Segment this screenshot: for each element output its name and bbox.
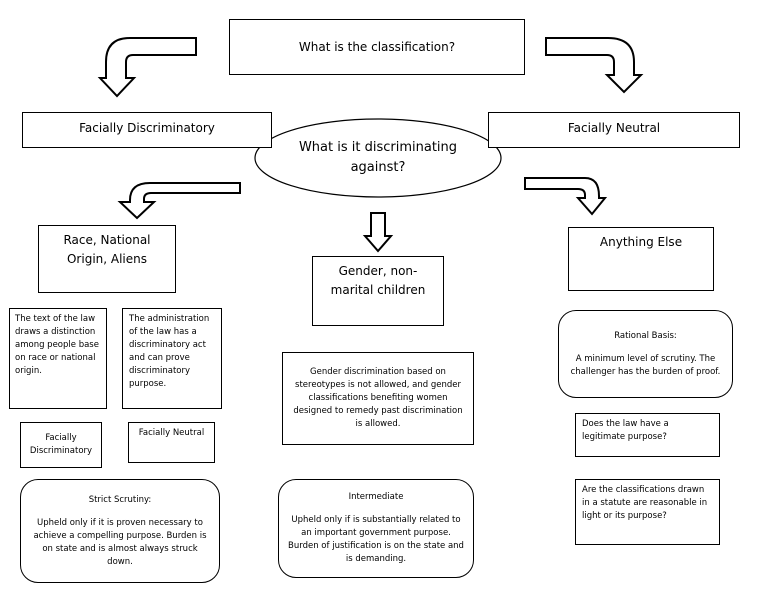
arrow-center-down bbox=[362, 212, 394, 253]
facially-neutral-box: Facially Neutral bbox=[488, 112, 740, 148]
arrow-top-right bbox=[545, 37, 644, 94]
gender-description-text: Gender discrimination based on stereotyp… bbox=[293, 367, 463, 429]
question-ellipse bbox=[254, 118, 502, 198]
sub-facially-neutral-text: Facially Neutral bbox=[138, 428, 205, 438]
text-of-law-text: The text of the law draws a distinction … bbox=[15, 314, 99, 376]
gender-text: Gender, non-marital children bbox=[330, 264, 426, 297]
rational-basis-box: Rational Basis: A minimum level of scrut… bbox=[558, 310, 733, 398]
discriminating-question-text: What is it discriminating against? bbox=[298, 140, 458, 175]
intermediate-body: Upheld only if is substantially related … bbox=[288, 515, 464, 564]
strict-scrutiny-box: Strict Scrutiny: Upheld only if it is pr… bbox=[20, 479, 220, 583]
anything-else-box: Anything Else bbox=[568, 227, 714, 291]
legitimate-purpose-box: Does the law have a legitimate purpose? bbox=[575, 413, 720, 457]
legitimate-purpose-text: Does the law have a legitimate purpose? bbox=[582, 419, 669, 442]
arrow-mid-right bbox=[524, 177, 608, 216]
classifications-reasonable-box: Are the classifications drawn in a statu… bbox=[575, 479, 720, 545]
facially-neutral-text: Facially Neutral bbox=[567, 121, 661, 135]
text-of-law-box: The text of the law draws a distinction … bbox=[9, 308, 107, 409]
arrow-top-left bbox=[97, 37, 197, 98]
strict-body: Upheld only if it is proven necessary to… bbox=[33, 517, 207, 567]
sub-facially-discriminatory-text: Facially Discriminatory bbox=[29, 433, 93, 456]
race-text: Race, National Origin, Aliens bbox=[63, 233, 151, 266]
facially-discriminatory-box: Facially Discriminatory bbox=[22, 112, 272, 148]
anything-else-text: Anything Else bbox=[599, 235, 683, 249]
administration-text: The administration of the law has a disc… bbox=[129, 314, 210, 389]
sub-facially-discriminatory-box: Facially Discriminatory bbox=[20, 422, 102, 468]
facially-discriminatory-text: Facially Discriminatory bbox=[79, 121, 215, 135]
classification-question-box: What is the classification? bbox=[229, 19, 525, 75]
gender-description-box: Gender discrimination based on stereotyp… bbox=[282, 352, 474, 445]
gender-box: Gender, non-marital children bbox=[312, 256, 444, 326]
race-box: Race, National Origin, Aliens bbox=[38, 225, 176, 293]
rational-body: A minimum level of scrutiny. The challen… bbox=[570, 353, 721, 377]
intermediate-title: Intermediate bbox=[348, 492, 404, 502]
strict-title: Strict Scrutiny: bbox=[88, 494, 152, 505]
arrow-mid-left bbox=[117, 182, 241, 220]
intermediate-box: Intermediate Upheld only if is substanti… bbox=[278, 479, 474, 578]
administration-box: The administration of the law has a disc… bbox=[122, 308, 222, 409]
sub-facially-neutral-box: Facially Neutral bbox=[128, 422, 215, 463]
classification-question-text: What is the classification? bbox=[298, 40, 456, 54]
rational-title: Rational Basis: bbox=[614, 330, 677, 341]
classifications-reasonable-text: Are the classifications drawn in a statu… bbox=[582, 485, 708, 521]
